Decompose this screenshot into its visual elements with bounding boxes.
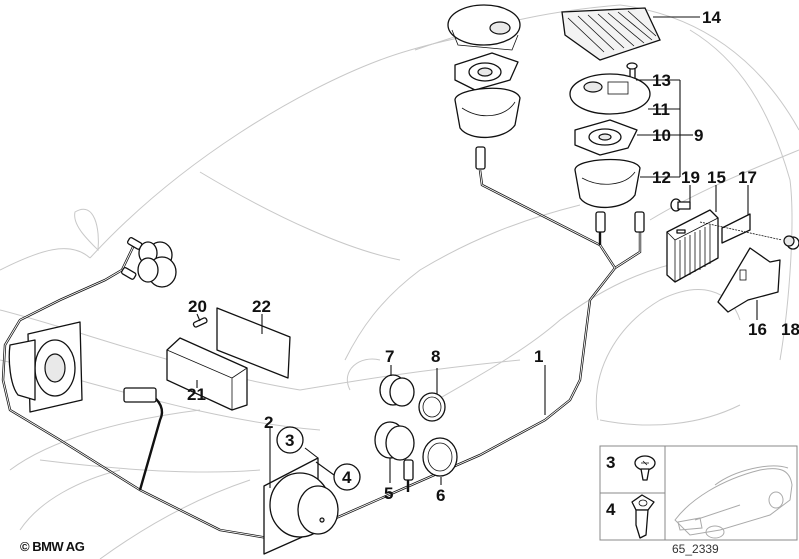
callout-22: 22 bbox=[252, 297, 271, 316]
car-outline bbox=[0, 4, 799, 559]
bracket bbox=[717, 247, 781, 313]
clip-nut-icon bbox=[631, 494, 655, 539]
leader-lines bbox=[196, 16, 758, 488]
cover-plate bbox=[216, 307, 291, 379]
callout-4: 4 bbox=[342, 468, 352, 487]
callout-4-circle bbox=[333, 463, 361, 491]
inset-panel: 3 4 65_2339 bbox=[599, 445, 798, 556]
label bbox=[721, 213, 751, 244]
callout-21: 21 bbox=[187, 385, 206, 404]
callout-19: 19 bbox=[681, 168, 700, 187]
callout-17: 17 bbox=[738, 168, 757, 187]
left-components bbox=[8, 241, 291, 413]
callout-labels: 1 2 3 4 5 6 7 8 9 10 11 12 13 14 15 16 1… bbox=[187, 8, 799, 505]
connectors bbox=[121, 146, 645, 481]
callout-7: 7 bbox=[385, 347, 394, 366]
callout-9: 9 bbox=[694, 126, 703, 145]
callout-12: 12 bbox=[652, 168, 671, 187]
callout-5: 5 bbox=[384, 484, 393, 503]
door-speaker bbox=[263, 457, 339, 555]
callout-6: 6 bbox=[436, 486, 445, 505]
callout-16: 16 bbox=[748, 320, 767, 339]
amplifier-assembly bbox=[666, 198, 799, 313]
loudspeaker-grille bbox=[561, 7, 661, 61]
callout-14: 14 bbox=[702, 8, 721, 27]
callout-3: 3 bbox=[285, 431, 294, 450]
rear-speaker-left-assembly bbox=[447, 4, 521, 139]
diagram-code: 65_2339 bbox=[672, 542, 719, 556]
inset-label-3: 3 bbox=[606, 453, 615, 472]
callout-8: 8 bbox=[431, 347, 440, 366]
screw-icon bbox=[634, 455, 656, 481]
callout-11: 11 bbox=[652, 100, 670, 119]
car-thumbnail-icon bbox=[674, 465, 793, 539]
callout-18: 18 bbox=[781, 320, 799, 339]
callout-1: 1 bbox=[534, 347, 543, 366]
pin bbox=[192, 317, 208, 328]
callout-2: 2 bbox=[264, 413, 273, 432]
inset-label-4: 4 bbox=[606, 500, 616, 519]
wiring-harness bbox=[1, 169, 642, 542]
callout-13: 13 bbox=[652, 71, 671, 90]
tweeters bbox=[374, 374, 458, 477]
holder bbox=[166, 337, 248, 411]
callout-20: 20 bbox=[188, 297, 207, 316]
copyright: © BMW AG bbox=[20, 539, 85, 554]
loudspeaker-housing bbox=[574, 158, 641, 209]
callout-3-circle bbox=[276, 426, 304, 454]
rear-speaker-set bbox=[561, 7, 661, 209]
callout-10: 10 bbox=[652, 126, 671, 145]
callout-15: 15 bbox=[707, 168, 726, 187]
